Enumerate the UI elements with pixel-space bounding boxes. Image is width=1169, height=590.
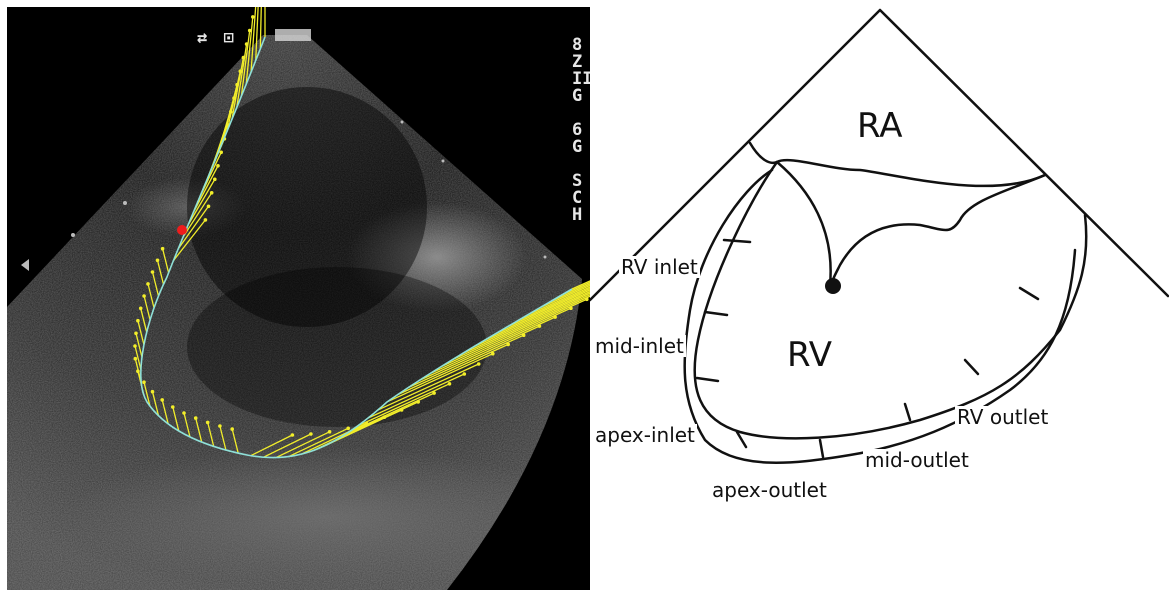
echo-image xyxy=(7,7,590,590)
tracking-vector-head xyxy=(230,427,234,431)
tracking-vector-head xyxy=(134,332,138,336)
tracking-vector-head xyxy=(151,390,155,394)
tracking-vector-head xyxy=(156,259,160,263)
tracking-vector-head xyxy=(206,421,210,425)
tracking-vector-head xyxy=(210,191,214,195)
seg-div-2 xyxy=(705,312,727,315)
tracking-vector-head xyxy=(133,344,137,348)
ra-label: RA xyxy=(857,108,903,144)
seg-div-5 xyxy=(820,440,823,457)
tracking-vector-head xyxy=(232,96,236,100)
mid-inlet-label: mid-inlet xyxy=(593,335,686,357)
tracking-marker xyxy=(177,225,187,235)
tracking-vector-head xyxy=(136,319,140,323)
tracking-vector-head xyxy=(248,29,252,33)
tracking-vector-head xyxy=(142,380,146,384)
rv-outlet-label: RV outlet xyxy=(955,406,1050,428)
seg-div-6 xyxy=(905,404,910,420)
seg-div-8 xyxy=(1020,288,1038,299)
tracking-vector-head xyxy=(160,398,164,402)
scanner-glyph: G xyxy=(572,139,582,156)
tracking-vector-head xyxy=(139,307,143,311)
rv-segment-diagram: RA RV RV inlet mid-inlet apex-inlet apex… xyxy=(590,0,1169,590)
apex-dot xyxy=(825,278,841,294)
apex-outlet-label: apex-outlet xyxy=(710,479,829,501)
scanner-glyph: G xyxy=(572,88,582,105)
tracking-vector-head xyxy=(463,372,467,376)
seg-div-1 xyxy=(724,240,750,242)
scanner-glyph: H xyxy=(572,207,582,224)
tracking-vector-head xyxy=(346,427,350,431)
seg-div-7 xyxy=(965,360,978,374)
rv-label: RV xyxy=(787,337,832,373)
tracking-vector-head xyxy=(245,42,249,46)
tracking-vector-head xyxy=(219,151,223,155)
mid-outlet-label: mid-outlet xyxy=(863,449,971,471)
tracking-vector-head xyxy=(448,382,452,386)
rv-inlet-label: RV inlet xyxy=(619,256,700,278)
tracking-vector-head xyxy=(291,433,295,437)
tracking-vector-head xyxy=(216,164,220,168)
tracking-vector-head xyxy=(134,357,138,361)
septal-leaflet xyxy=(777,162,831,285)
ultrasound-sector xyxy=(7,7,590,590)
tracking-vector-head xyxy=(182,411,186,415)
tracking-vector-head xyxy=(142,294,146,298)
tracking-vector-head xyxy=(235,83,239,87)
apex-inlet-label: apex-inlet xyxy=(593,424,697,446)
tracking-vector-head xyxy=(242,56,246,60)
scanner-glyphs-top: ⇄ ⊡ xyxy=(197,30,237,47)
tracking-vector-head xyxy=(229,110,233,114)
seg-div-3 xyxy=(697,378,718,381)
tracking-vector-head xyxy=(239,69,243,73)
tracking-vector-head xyxy=(477,362,481,366)
tracking-vector-head xyxy=(207,205,211,209)
tracking-vector-head xyxy=(136,369,140,373)
tracking-vector-head xyxy=(161,247,165,251)
tracking-vector-head xyxy=(213,178,217,182)
tracking-vector-head xyxy=(151,270,155,274)
tracking-vector-head xyxy=(194,416,198,420)
tracking-vector-head xyxy=(251,15,255,19)
tracking-vector-head xyxy=(309,432,313,436)
tracking-vector-head xyxy=(218,424,222,428)
tracking-vector-head xyxy=(328,430,332,434)
rv-inner-wall xyxy=(695,162,1087,438)
tricuspid-line xyxy=(832,175,1045,285)
tracking-vector-head xyxy=(204,218,208,222)
tracking-vector-head xyxy=(146,282,150,286)
tracking-vector-head xyxy=(171,405,175,409)
diagram-drawing xyxy=(590,0,1169,590)
